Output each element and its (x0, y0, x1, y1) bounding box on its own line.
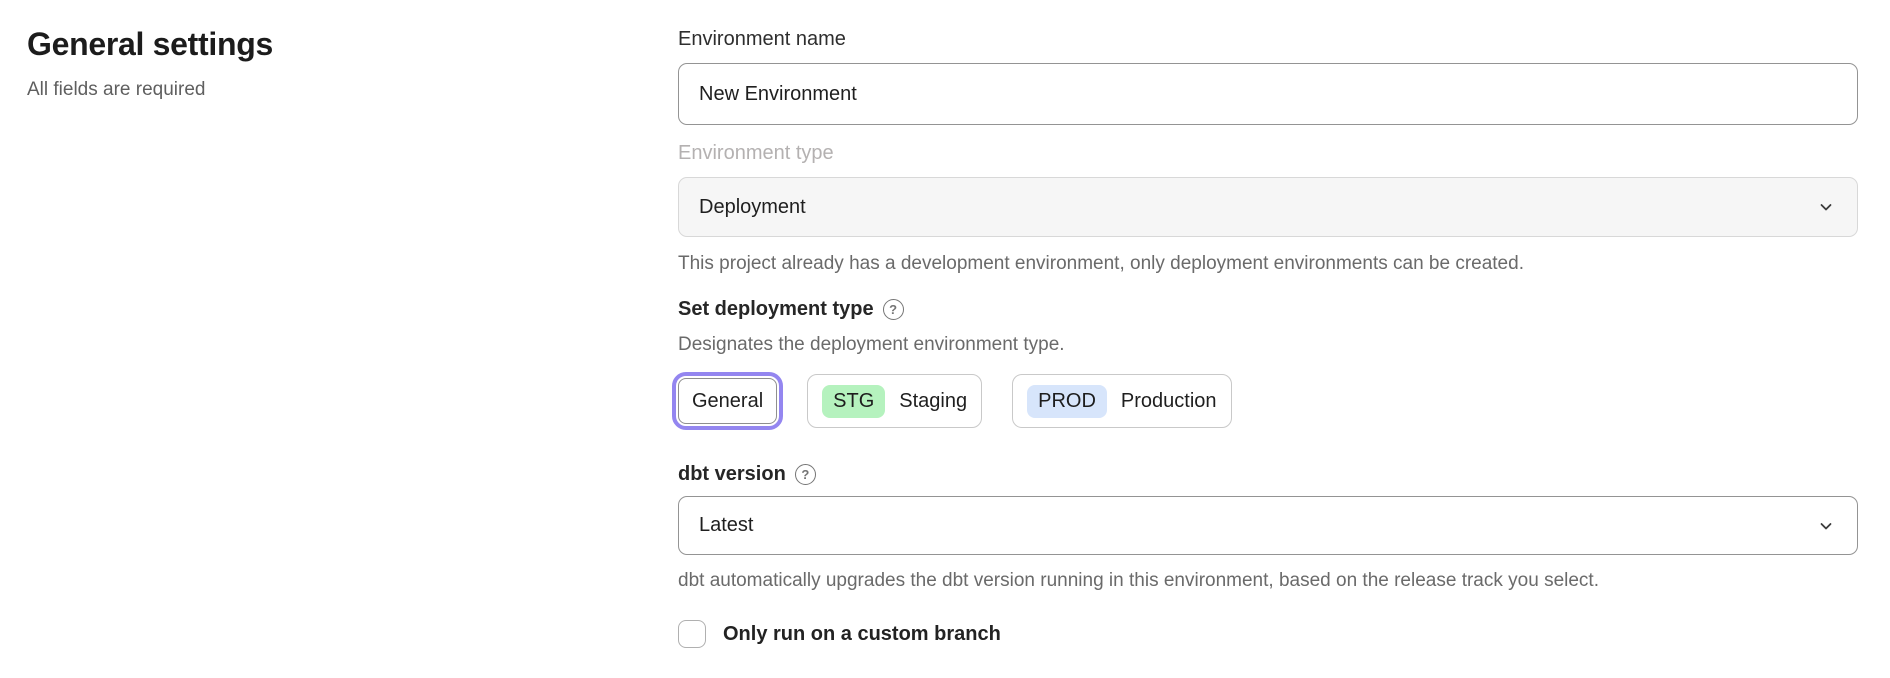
environment-type-label: Environment type (678, 142, 834, 164)
help-icon[interactable]: ? (794, 463, 816, 485)
page-subtitle: All fields are required (27, 79, 206, 100)
environment-type-select: Deployment (678, 177, 1858, 237)
deployment-type-general-button[interactable]: General (671, 372, 784, 430)
dbt-version-section-label: dbt version ? (678, 461, 1858, 487)
deployment-type-staging-button[interactable]: STG Staging (807, 374, 983, 428)
stg-badge: STG (822, 384, 886, 418)
deployment-type-staging-label: Staging (899, 389, 968, 412)
custom-branch-row[interactable]: Only run on a custom branch (678, 620, 1858, 648)
dbt-version-value: Latest (699, 514, 754, 536)
chevron-down-icon (1817, 517, 1835, 535)
chevron-down-icon (1817, 198, 1835, 216)
settings-header: General settings All fields are required (27, 24, 627, 102)
deployment-type-helper: Designates the deployment environment ty… (678, 334, 1065, 355)
environment-type-helper: This project already has a development e… (678, 253, 1524, 274)
help-icon[interactable]: ? (882, 298, 904, 320)
deployment-type-general-label: General (692, 389, 764, 412)
dbt-version-select[interactable]: Latest (678, 496, 1858, 555)
deployment-type-section-label: Set deployment type ? (678, 296, 1858, 322)
prod-badge: PROD (1027, 384, 1107, 418)
deployment-type-label-text: Set deployment type (678, 298, 874, 320)
deployment-type-production-label: Production (1120, 389, 1217, 412)
deployment-type-production-button[interactable]: PROD Production (1012, 374, 1232, 428)
page-title: General settings (27, 26, 273, 62)
custom-branch-checkbox[interactable] (678, 620, 706, 648)
environment-name-input[interactable] (678, 63, 1858, 125)
environment-type-value: Deployment (699, 195, 806, 218)
dbt-version-helper: dbt automatically upgrades the dbt versi… (678, 570, 1599, 591)
custom-branch-label: Only run on a custom branch (723, 622, 1001, 645)
deployment-type-options: General STG Staging PROD Production (671, 370, 1858, 432)
environment-name-label: Environment name (678, 28, 846, 50)
environment-settings-form: Environment name Environment type Deploy… (671, 0, 1858, 648)
dbt-version-label-text: dbt version (678, 463, 786, 485)
